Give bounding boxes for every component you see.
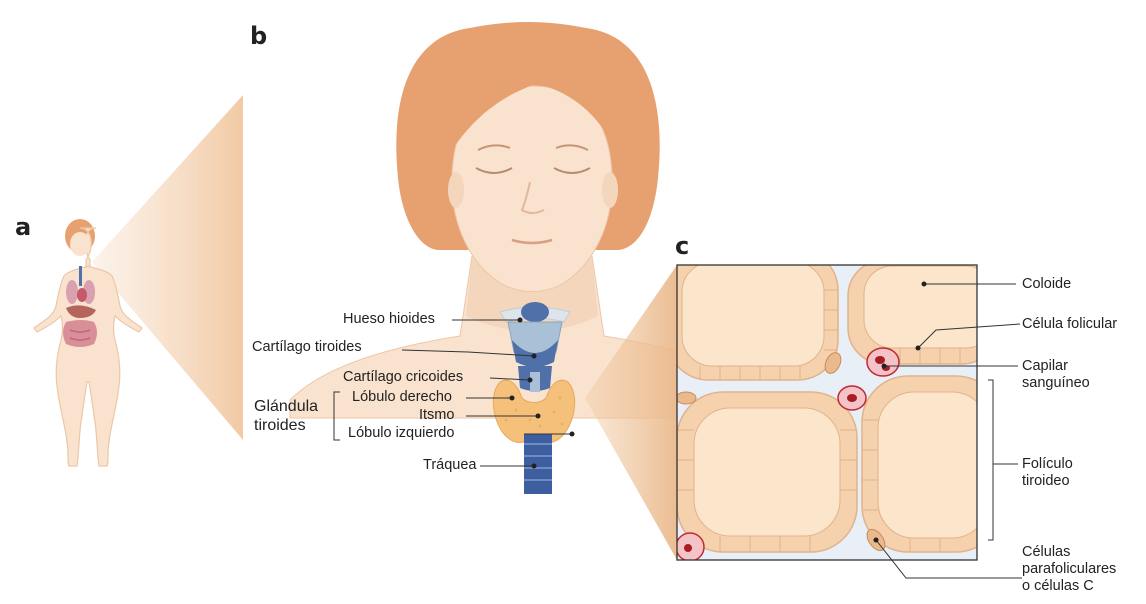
label-celula-folicular: Célula folicular xyxy=(1022,316,1117,333)
follicle-2 xyxy=(848,260,998,364)
label-foliculo-line2: tiroideo xyxy=(1022,473,1132,490)
label-glandula-line2: tiroides xyxy=(254,416,318,435)
label-cartilago-cricoides: Cartílago cricoides xyxy=(343,369,463,386)
label-capilar-line2: sanguíneo xyxy=(1022,375,1132,392)
panel-letter-a: a xyxy=(15,213,31,241)
follicle-4 xyxy=(862,376,1002,552)
label-glandula-line1: Glándula xyxy=(254,397,318,416)
label-hueso-hioides: Hueso hioides xyxy=(343,311,435,328)
label-traquea: Tráquea xyxy=(423,457,476,474)
panel-letter-c: c xyxy=(675,232,689,260)
label-parafol-line1: Células xyxy=(1022,544,1142,561)
body-figure xyxy=(34,95,243,466)
label-foliculo-line1: Folículo xyxy=(1022,456,1132,473)
label-cartilago-tiroides: Cartílago tiroides xyxy=(252,339,362,356)
label-capilar-line1: Capilar xyxy=(1022,358,1132,375)
label-parafol-line3: o células C xyxy=(1022,578,1142,595)
label-celulas-parafoliculares: Células parafoliculares o células C xyxy=(1022,544,1142,595)
label-foliculo-tiroideo: Folículo tiroideo xyxy=(1022,456,1132,490)
label-itsmo: Itsmo xyxy=(419,407,454,424)
label-capilar-sanguineo: Capilar sanguíneo xyxy=(1022,358,1132,392)
label-glandula-tiroides: Glándula tiroides xyxy=(254,397,318,435)
label-coloide: Coloide xyxy=(1022,276,1071,293)
follicle-3 xyxy=(677,392,857,552)
follicle-histology xyxy=(668,250,1002,561)
label-parafol-line2: parafoliculares xyxy=(1022,561,1142,578)
label-lobulo-derecho: Lóbulo derecho xyxy=(352,389,452,406)
panel-letter-b: b xyxy=(250,22,267,50)
follicle-1 xyxy=(668,250,838,380)
label-lobulo-izquierdo: Lóbulo izquierdo xyxy=(348,425,454,442)
